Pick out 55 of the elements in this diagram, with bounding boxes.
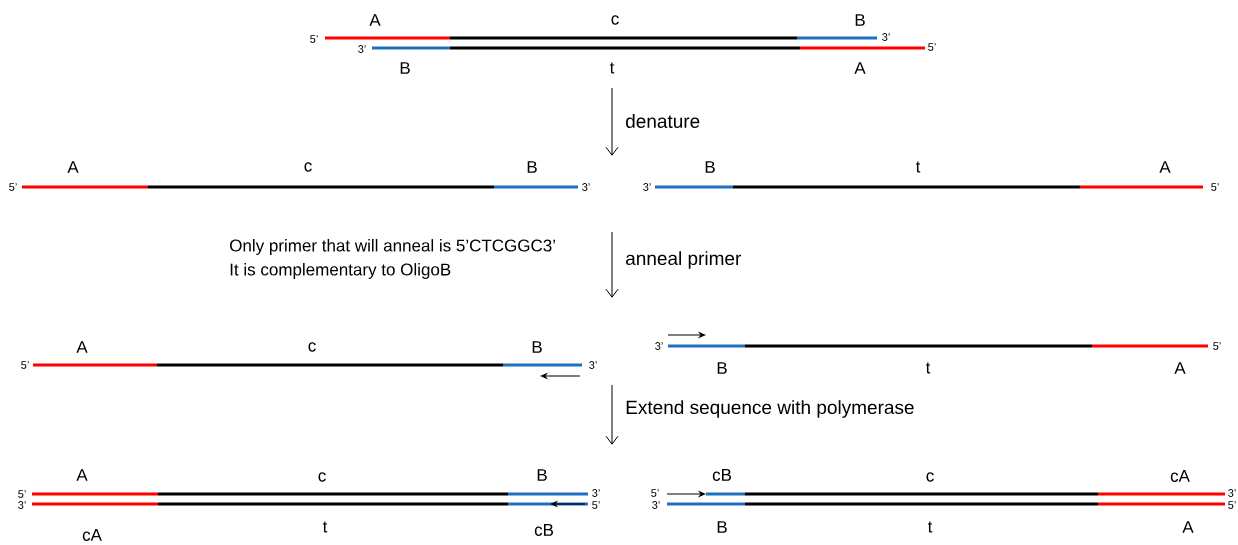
segment-label: A	[369, 14, 381, 26]
segment-label: c	[318, 472, 326, 482]
segment-label: A	[1182, 521, 1194, 533]
segment-label: t	[925, 362, 931, 374]
end-label: 3’	[655, 342, 663, 350]
end-label: 5’	[310, 35, 318, 43]
segment-label: B	[400, 62, 410, 74]
end-label: 5’	[1213, 342, 1221, 350]
segment-label: B	[705, 161, 715, 173]
segment-label: A	[76, 469, 88, 481]
note-text: It is complementary to OligoB	[230, 263, 451, 279]
end-label: 5’	[592, 501, 600, 509]
segment-label: A	[1159, 161, 1171, 173]
note-text: Only primer that will anneal is 5’CTCGGC3’	[230, 239, 555, 255]
segment-label: B	[855, 14, 865, 26]
end-label: 3’	[652, 501, 660, 509]
end-label: 3’	[18, 501, 26, 509]
segment-label: A	[67, 161, 79, 173]
segment-label: t	[609, 62, 615, 74]
segment-label: B	[717, 362, 727, 374]
segment-label: B	[527, 161, 537, 173]
segment-label: A	[1174, 362, 1186, 374]
step-label: Extend sequence with polymerase	[626, 400, 914, 418]
segment-label: c	[926, 472, 934, 482]
segment-label: c	[304, 162, 312, 172]
end-label: 5’	[1211, 183, 1219, 191]
end-label: 5’	[651, 489, 659, 497]
segment-label: c	[611, 15, 619, 25]
end-label: 3’	[1228, 489, 1236, 497]
segment-label: cB	[534, 524, 554, 536]
end-label: 3’	[882, 33, 890, 41]
end-label: 5’	[21, 361, 29, 369]
end-label: 3’	[358, 45, 366, 53]
segment-label: A	[76, 341, 88, 353]
end-label: 3’	[582, 183, 590, 191]
segment-label: cA	[82, 529, 102, 541]
segment-label: t	[322, 521, 328, 533]
end-label: 5’	[9, 183, 17, 191]
end-label: 5’	[1228, 501, 1236, 509]
segment-label: B	[717, 521, 727, 533]
segment-label: t	[915, 161, 921, 173]
segment-label: A	[854, 62, 866, 74]
end-label: 3’	[592, 489, 600, 497]
segment-label: B	[537, 469, 547, 481]
end-label: 3’	[589, 361, 597, 369]
step-label: denature	[626, 114, 700, 128]
segment-label: t	[927, 521, 933, 533]
segment-label: B	[532, 341, 542, 353]
end-label: 3’	[643, 183, 651, 191]
segment-label: c	[308, 342, 316, 352]
segment-label: cB	[712, 469, 732, 481]
end-label: 5’	[928, 43, 936, 51]
step-label: anneal primer	[626, 251, 741, 269]
end-label: 5’	[18, 490, 26, 498]
segment-label: cA	[1170, 470, 1190, 482]
